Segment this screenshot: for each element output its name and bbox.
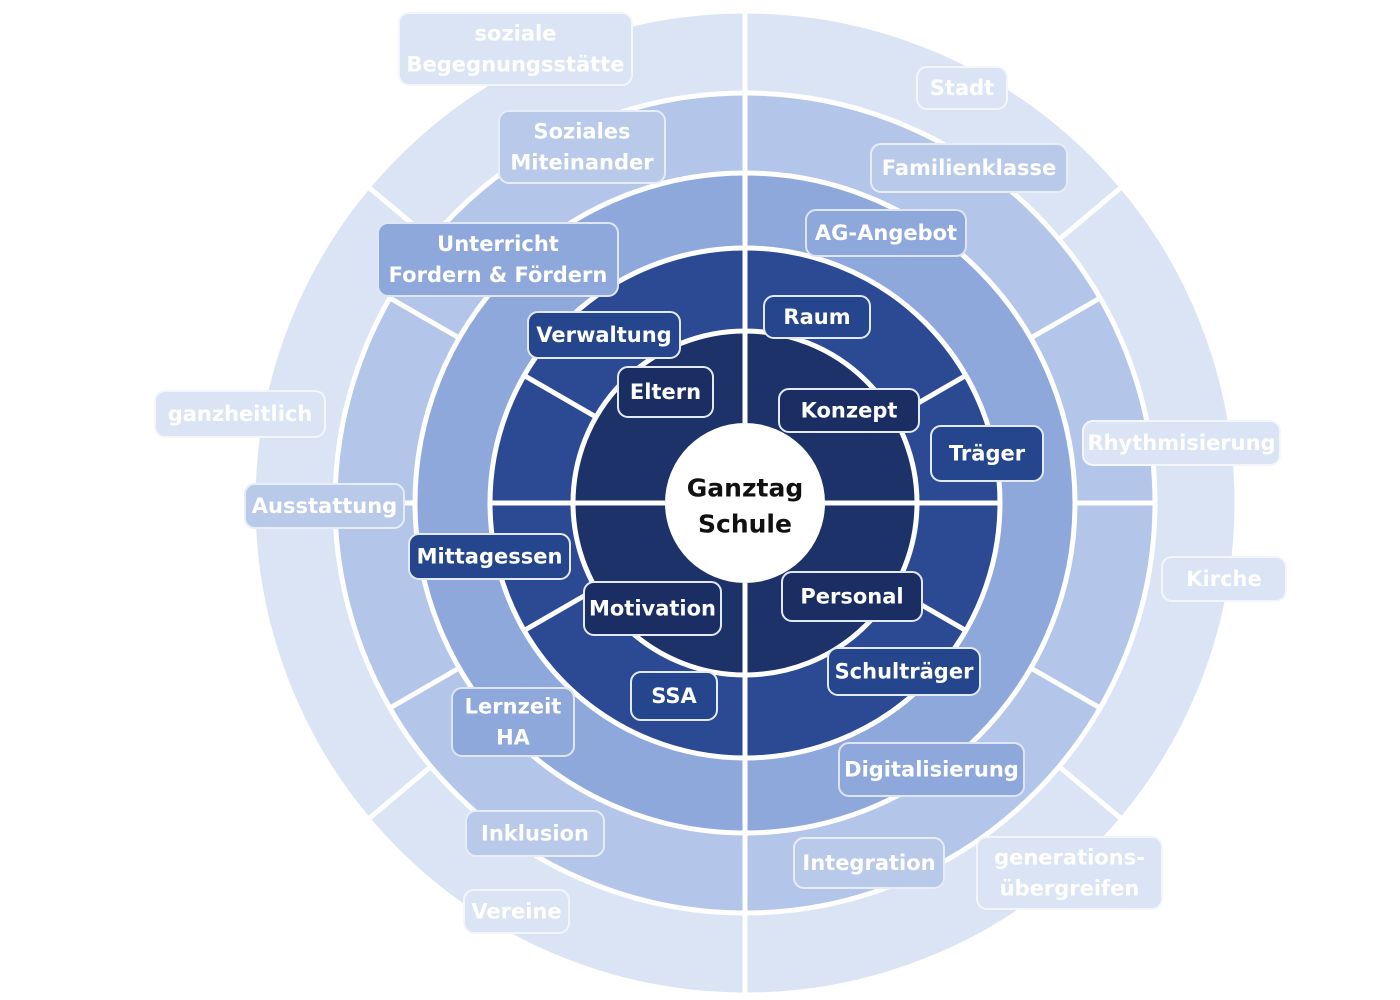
- label-text: Familienklasse: [882, 156, 1057, 180]
- label-text: Kirche: [1186, 567, 1261, 591]
- label-raum: Raum: [763, 295, 871, 339]
- label-text: Begegnungsstätte: [407, 53, 625, 77]
- label-text: Digitalisierung: [844, 758, 1019, 782]
- label-box: [778, 388, 920, 433]
- label-box: [630, 671, 718, 721]
- label-box: [763, 295, 871, 339]
- label-kirche: Kirche: [1161, 556, 1287, 602]
- label-box: [617, 366, 714, 418]
- label-text: Miteinander: [510, 151, 654, 175]
- label-ganzheitlich: ganzheitlich: [154, 390, 326, 438]
- label-box: [498, 110, 666, 184]
- label-text: Fordern & Fördern: [389, 263, 608, 287]
- label-text: Unterricht: [437, 232, 559, 256]
- center-circle: [665, 423, 825, 583]
- label-text: Eltern: [630, 380, 701, 404]
- label-box: [976, 836, 1163, 910]
- label-box: [838, 742, 1025, 797]
- sector-dividers: [335, 11, 1155, 995]
- sector-divider: [522, 373, 598, 420]
- label-ssa: SSA: [630, 671, 718, 721]
- label-box: [870, 143, 1068, 193]
- label-text: Rhythmisierung: [1087, 431, 1275, 455]
- label-text: Stadt: [930, 76, 994, 100]
- label-mittagessen: Mittagessen: [408, 533, 571, 580]
- label-text: übergreifen: [1000, 877, 1140, 901]
- label-text: Soziales: [533, 120, 630, 144]
- label-text: Personal: [800, 585, 903, 609]
- label-box: [244, 483, 405, 529]
- label-text: ganzheitlich: [168, 402, 313, 426]
- label-rhythmisierung: Rhythmisierung: [1082, 420, 1281, 466]
- sector-divider: [388, 295, 461, 341]
- label-box: [451, 687, 575, 757]
- label-text: HA: [496, 726, 531, 750]
- label-personal: Personal: [781, 571, 923, 622]
- label-text: Mittagessen: [417, 545, 563, 569]
- label-box: [463, 889, 570, 934]
- label-digitalisierung: Digitalisierung: [838, 742, 1025, 797]
- sector-divider: [1029, 295, 1102, 341]
- label-box: [377, 222, 619, 297]
- label-konzept: Konzept: [778, 388, 920, 433]
- sector-divider: [1057, 764, 1124, 822]
- label-ag-angebot: AG-Angebot: [805, 209, 967, 257]
- label-motivation: Motivation: [583, 581, 722, 636]
- label-text: Konzept: [801, 399, 898, 423]
- label-box: [805, 209, 967, 257]
- label-text: Ausstattung: [252, 494, 397, 518]
- label-box: [1082, 420, 1281, 466]
- sector-divider: [1029, 665, 1102, 711]
- label-text: Motivation: [589, 597, 716, 621]
- center-title-line1: Ganztag: [687, 474, 803, 503]
- label-box: [398, 12, 633, 86]
- label-text: Vereine: [471, 900, 561, 924]
- label-box: [930, 425, 1044, 482]
- label-vereine: Vereine: [463, 889, 570, 934]
- label-text: Verwaltung: [536, 323, 671, 347]
- sector-divider: [388, 665, 461, 711]
- label-box: [781, 571, 923, 622]
- label-box: [793, 837, 945, 889]
- label-box: [465, 810, 605, 857]
- label-box: [827, 647, 981, 696]
- label-box: [916, 66, 1008, 110]
- label-box: [527, 311, 681, 359]
- center-node: Ganztag Schule: [665, 423, 825, 583]
- label-stadt: Stadt: [916, 66, 1008, 110]
- label-integration: Integration: [793, 837, 945, 889]
- label-text: Schulträger: [835, 660, 975, 684]
- label-schultraeger: Schulträger: [827, 647, 981, 696]
- label-text: Lernzeit: [465, 695, 562, 719]
- label-inklusion: Inklusion: [465, 810, 605, 857]
- label-text: Integration: [802, 851, 935, 875]
- label-text: Inklusion: [481, 822, 589, 846]
- sector-divider: [366, 764, 433, 822]
- label-text: Raum: [783, 305, 850, 329]
- label-text: generations-: [994, 846, 1145, 870]
- label-verwaltung: Verwaltung: [527, 311, 681, 359]
- label-familienklasse: Familienklasse: [870, 143, 1068, 193]
- center-title-line2: Schule: [698, 510, 792, 539]
- label-traeger: Träger: [930, 425, 1044, 482]
- label-text: Träger: [949, 442, 1026, 466]
- label-box: [408, 533, 571, 580]
- label-box: [1161, 556, 1287, 602]
- label-generationsuebergreifen: generations-übergreifen: [976, 836, 1163, 910]
- label-text: soziale: [475, 22, 557, 46]
- label-box: [154, 390, 326, 438]
- label-text: SSA: [651, 684, 697, 708]
- label-eltern: Eltern: [617, 366, 714, 418]
- label-ausstattung: Ausstattung: [244, 483, 405, 529]
- label-box: [583, 581, 722, 636]
- sector-divider: [1057, 184, 1124, 242]
- label-text: AG-Angebot: [815, 221, 957, 245]
